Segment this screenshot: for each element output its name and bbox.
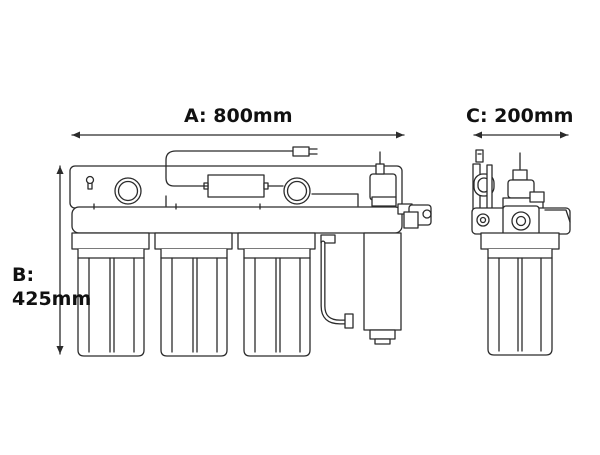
side-filter-housing (480, 232, 560, 356)
manifold-bar (71, 206, 403, 234)
side-view (471, 149, 571, 356)
outlet-valve (397, 203, 432, 229)
filter-housing-3 (237, 232, 316, 357)
uv-sterilizer (363, 151, 402, 345)
filter-housing-1 (71, 232, 150, 357)
filter-housing-2 (154, 232, 233, 357)
uv-ballast (203, 174, 269, 198)
side-manifold (471, 205, 571, 237)
front-view (69, 146, 432, 357)
dimension-label-height-letter: B: (12, 264, 35, 286)
manifold-screws (93, 203, 261, 210)
dimension-label-depth: C: 200mm (466, 105, 574, 127)
dimension-label-height-value: 425mm (12, 288, 92, 310)
pressure-gauge-right (283, 177, 311, 205)
power-cable (165, 146, 359, 207)
keyhole-icon (85, 175, 95, 190)
power-plug (292, 146, 310, 157)
pressure-gauge-left (114, 177, 142, 205)
dimension-label-width: A: 800mm (184, 105, 293, 127)
flex-hose (320, 234, 354, 329)
side-head (502, 152, 545, 211)
